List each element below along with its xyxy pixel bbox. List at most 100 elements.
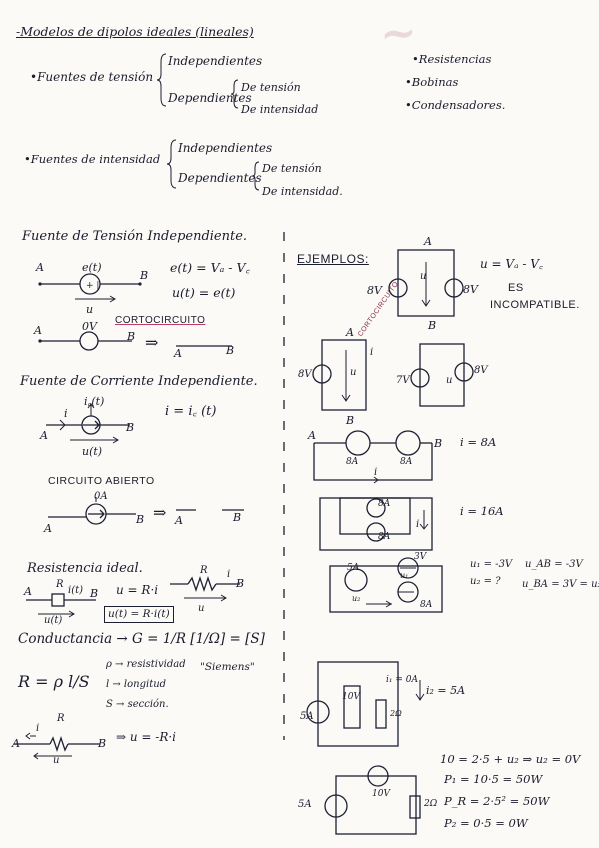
res3-A: A <box>12 737 20 750</box>
res-A: A <box>24 585 32 598</box>
fti-A: A <box>36 261 44 274</box>
pasivo-condensadores: •Condensadores. <box>405 98 506 112</box>
ex4-8A-left: 8A <box>346 457 359 467</box>
ex7-i2: i₂ = 5A <box>426 684 466 697</box>
res-title: Resistencia ideal. <box>27 561 143 576</box>
ex7-10V: 10V <box>342 692 360 702</box>
res-i: i(t) <box>68 585 84 596</box>
ex3-7v: 7V <box>396 375 410 386</box>
res2-i: i <box>227 569 231 580</box>
ex1-u: u <box>420 271 427 282</box>
fci-eq: i = i꜀ (t) <box>165 404 217 419</box>
ex8-eq-pr: P_R = 2·5² = 50W <box>444 794 550 808</box>
fci-source-symbol <box>46 403 130 444</box>
ex2-8v: 8V <box>298 369 312 380</box>
ex6-3V: 3V <box>414 552 427 562</box>
ca-A: A <box>44 522 52 535</box>
ex4-8A-right: 8A <box>400 457 413 467</box>
fti-title: Fuente de Tensión Independiente. <box>22 229 248 244</box>
ex6-5A: 5A <box>347 563 360 573</box>
ca-A2: A <box>175 514 183 527</box>
ex5-i: i <box>416 519 420 530</box>
ex6-u2: u₂ <box>352 594 361 603</box>
ex6-8A: 8A <box>420 600 433 610</box>
ex2-A: A <box>346 326 354 339</box>
ft-dependientes: Dependientes <box>168 91 252 105</box>
ex1-es: ES <box>508 282 524 294</box>
cc-A2: A <box>174 347 182 360</box>
ft-brace <box>156 53 167 107</box>
cc-B2: B <box>226 344 235 357</box>
ex6-u1: u₁ <box>400 571 409 580</box>
ex4-eq: i = 8A <box>460 435 497 449</box>
ex8-5A: 5A <box>298 799 312 810</box>
cc-B: B <box>127 330 136 343</box>
cc-0V: 0V <box>82 320 97 333</box>
ex2-circuit <box>312 339 367 411</box>
fti-B: B <box>140 269 149 282</box>
cc-source-symbol <box>38 331 232 351</box>
ca-source-symbol <box>48 497 244 525</box>
ex4-A: A <box>308 429 316 442</box>
fci-it: i꜀(t) <box>84 395 105 408</box>
ex7-i1: i₁ = 0A <box>386 675 418 685</box>
ex6-eq-uba: u_BA = 3V = u₂ <box>522 579 599 590</box>
fci-i: i <box>64 407 68 420</box>
rho-item-seccion: S → sección. <box>106 699 169 710</box>
ex3-8v: 8V <box>474 365 488 376</box>
ex8-10V: 10V <box>372 789 390 799</box>
ex8-eq-p1: P₁ = 10·5 = 50W <box>444 772 543 786</box>
fci-ut: u(t) <box>82 445 103 458</box>
ex4-i: i <box>374 467 378 478</box>
ex2-i: i <box>370 347 374 358</box>
res3-u: u <box>53 755 60 766</box>
ca-implies: ⇒ <box>153 503 167 522</box>
fi-de-tension: De tensión <box>262 162 322 175</box>
ex5-8A-bottom: 8A <box>378 532 391 542</box>
fi-independientes: Independientes <box>178 141 273 155</box>
conductancia-eq: Conductancia → G = 1/R [1/Ω] = [S] <box>18 631 265 647</box>
ca-B: B <box>136 513 145 526</box>
siemens-label: "Siemens" <box>200 661 255 673</box>
fuentes-tension-label: •Fuentes de tensión <box>30 70 154 84</box>
ex1-8v-left: 8V <box>367 284 382 297</box>
ex6-eq-u2: u₂ = ? <box>470 576 501 587</box>
resistivity-eq: R = ρ l/S <box>18 672 90 691</box>
res-u: u(t) <box>44 615 63 626</box>
ca-label: CIRCUITO ABIERTO <box>48 475 155 487</box>
res-R: R <box>56 579 64 590</box>
section-title: -Modelos de dipolos ideales (lineales) <box>16 24 254 39</box>
res-eq1: u = R·i <box>116 583 159 597</box>
ex2-u: u <box>350 367 357 378</box>
ex1-eq: u = Vₐ - V꜀ <box>480 257 544 271</box>
ex5-8A-top: 8A <box>378 499 391 509</box>
res3-B: B <box>98 737 107 750</box>
cc-A: A <box>34 324 42 337</box>
fuentes-intensidad-label: •Fuentes de intensidad <box>24 152 161 166</box>
cc-implies: ⇒ <box>145 333 159 352</box>
ex8-eq-p2: P₂ = 0·5 = 0W <box>444 816 528 830</box>
ex7-5A: 5A <box>300 711 314 722</box>
svg-text:+ |: + | <box>86 281 99 291</box>
fi-de-intensidad: De intensidad. <box>262 185 343 198</box>
ex2-B: B <box>346 414 355 427</box>
ejemplos-title: EJEMPLOS: <box>297 252 369 266</box>
fi-brace <box>166 139 177 189</box>
ex1-8v-right: 8V <box>463 283 478 296</box>
ca-0A: 0A <box>94 491 108 502</box>
ex1-incompatible: INCOMPATIBLE. <box>490 299 580 311</box>
ex1-A: A <box>424 235 432 248</box>
res2-B: B <box>236 577 245 590</box>
fci-B: B <box>126 421 135 434</box>
pasivo-bobinas: •Bobinas <box>405 75 459 89</box>
fti-source-symbol: + | <box>38 273 142 303</box>
ex4-B: B <box>434 437 443 450</box>
res2-R: R <box>200 565 208 576</box>
fci-A: A <box>40 429 48 442</box>
fti-eq1: e(t) = Vₐ - V꜀ <box>170 260 250 275</box>
res3-eq: ⇒ u = -R·i <box>116 730 177 744</box>
fti-eq2: u(t) = e(t) <box>172 285 236 300</box>
ft-de-intensidad: De intensidad <box>241 103 319 116</box>
fi-dependientes: Dependientes <box>178 171 262 185</box>
ex8-circuit <box>324 765 421 835</box>
